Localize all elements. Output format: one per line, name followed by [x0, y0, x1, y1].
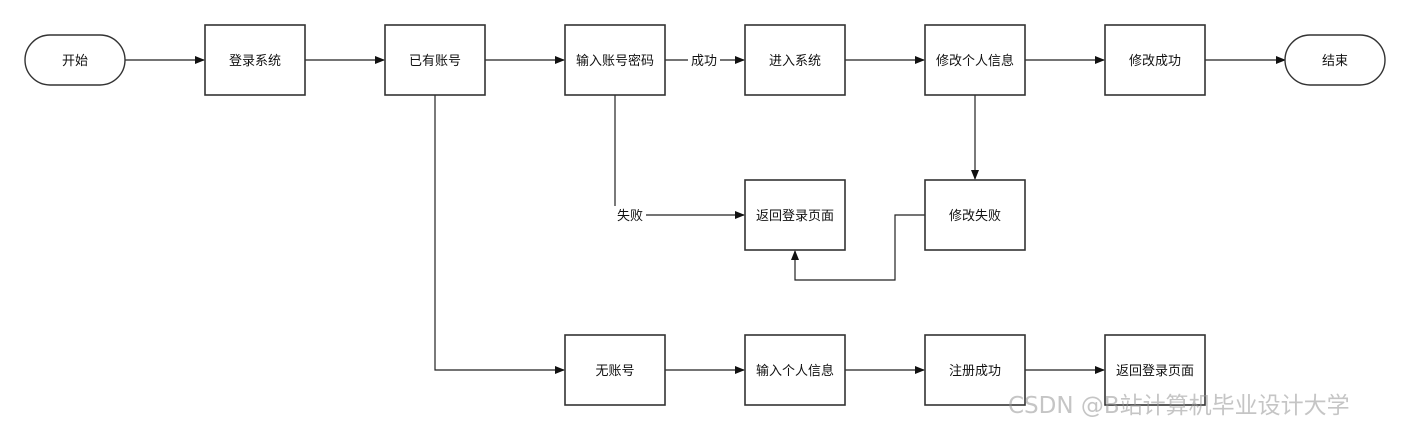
node-enter-system: 进入系统: [744, 24, 846, 96]
node-start-label: 开始: [62, 54, 88, 69]
node-edit-info-label: 修改个人信息: [936, 53, 1014, 69]
node-register-success: 注册成功: [924, 334, 1026, 406]
node-edit-failed-label: 修改失败: [949, 209, 1001, 224]
node-back-to-login-1-label: 返回登录页面: [756, 209, 834, 224]
node-edit-success: 修改成功: [1104, 24, 1206, 96]
edge-label-failure: 失败: [614, 206, 646, 224]
node-start: 开始: [24, 34, 126, 86]
node-back-to-login-1: 返回登录页面: [744, 179, 846, 251]
node-back-to-login-2-label: 返回登录页面: [1116, 364, 1194, 379]
edge-label-success: 成功: [688, 51, 720, 69]
edge-label-success-text: 成功: [691, 54, 717, 69]
node-has-account: 已有账号: [384, 24, 486, 96]
edge-has-account-no-account: [434, 95, 565, 374]
node-back-to-login-2: 返回登录页面: [1104, 334, 1206, 406]
node-no-account: 无账号: [564, 334, 666, 406]
node-login: 登录系统: [204, 24, 306, 96]
node-edit-failed: 修改失败: [924, 179, 1026, 251]
node-input-credentials: 输入账号密码: [564, 24, 666, 96]
node-enter-system-label: 进入系统: [769, 54, 821, 69]
edge-input-fail-back: [614, 95, 745, 219]
edge-label-failure-text: 失败: [617, 209, 643, 224]
node-login-label: 登录系统: [229, 54, 281, 69]
edges: [125, 56, 1286, 374]
node-edit-success-label: 修改成功: [1129, 54, 1181, 69]
watermark: CSDN @B站计算机毕业设计大学: [1008, 393, 1350, 419]
node-end: 结束: [1284, 34, 1386, 86]
node-has-account-label: 已有账号: [409, 54, 461, 69]
node-register-success-label: 注册成功: [949, 364, 1001, 379]
node-edit-info: 修改个人信息: [924, 24, 1026, 96]
node-input-info: 输入个人信息: [744, 334, 846, 406]
node-no-account-label: 无账号: [595, 364, 634, 379]
node-end-label: 结束: [1322, 54, 1348, 69]
node-input-info-label: 输入个人信息: [756, 363, 834, 379]
edge-failed-back: [791, 214, 925, 281]
node-input-credentials-label: 输入账号密码: [576, 53, 654, 69]
